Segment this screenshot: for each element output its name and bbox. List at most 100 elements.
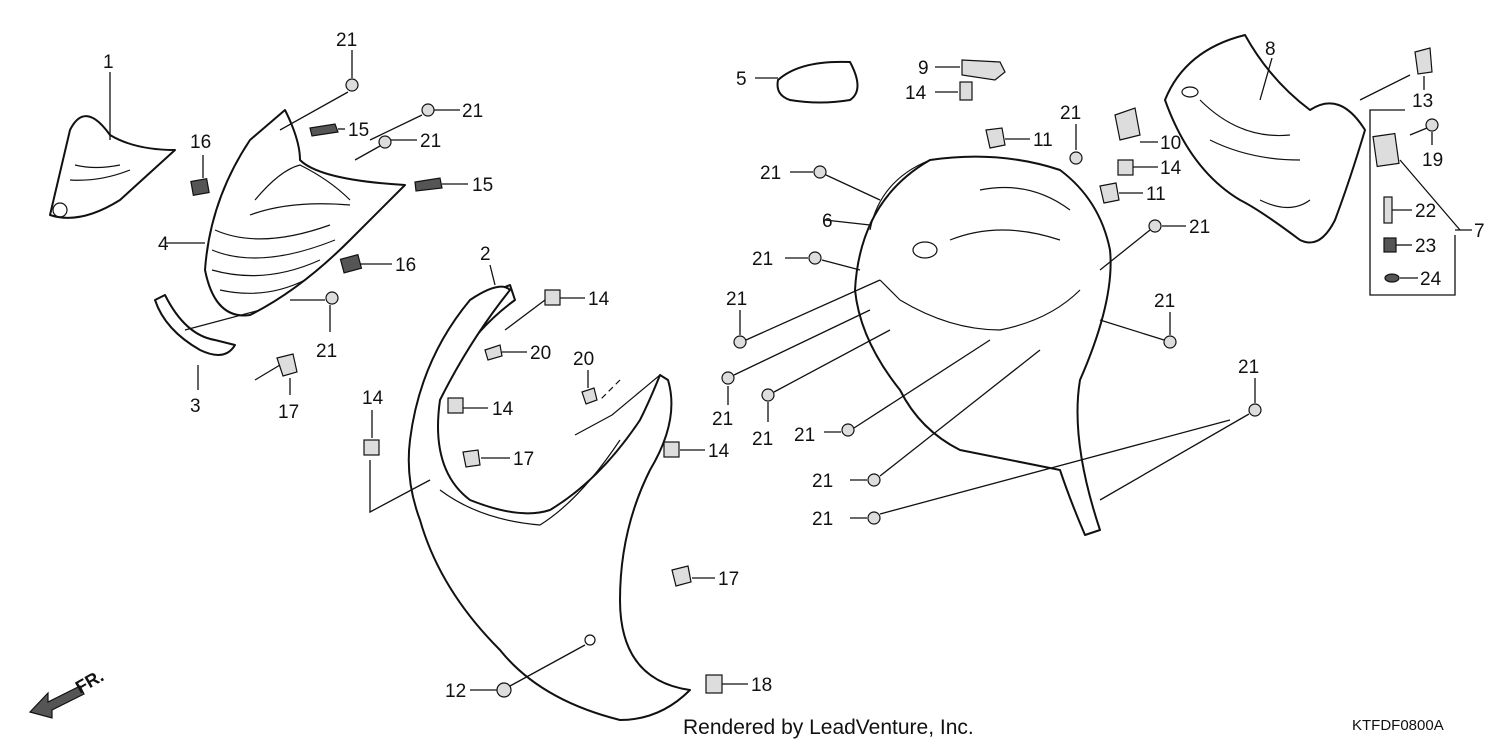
label-1: 1 <box>103 52 114 73</box>
label-2: 2 <box>480 244 491 265</box>
label-19: 19 <box>1422 150 1443 171</box>
label-21-g: 21 <box>752 249 773 270</box>
part-11-bolt-b <box>1099 182 1143 204</box>
part-23-spring <box>1383 237 1412 253</box>
label-21-n: 21 <box>812 471 833 492</box>
label-21-b: 21 <box>462 101 483 122</box>
part-11-bolt-a <box>985 127 1030 149</box>
part-20-screw-a <box>484 344 527 361</box>
label-14-a: 14 <box>588 289 610 310</box>
label-15-a: 15 <box>348 120 369 141</box>
part-22-pin <box>1383 196 1412 224</box>
part-6-inner-cover <box>824 155 1112 536</box>
part-16-clip-a <box>190 155 210 196</box>
label-17-c: 17 <box>718 569 739 590</box>
label-21-l: 21 <box>1154 291 1175 312</box>
label-8: 8 <box>1265 39 1276 60</box>
part-14-clip-a <box>504 289 585 331</box>
label-24: 24 <box>1420 269 1442 290</box>
label-21-j: 21 <box>712 409 733 430</box>
part-4-front-cover-upper <box>165 109 406 317</box>
label-11-a: 11 <box>1033 130 1053 151</box>
label-5: 5 <box>736 69 747 90</box>
label-7: 7 <box>1474 221 1485 242</box>
label-21-a: 21 <box>336 30 357 51</box>
label-4: 4 <box>158 234 169 255</box>
part-14-clip-b <box>447 397 488 414</box>
label-22: 22 <box>1415 201 1436 222</box>
label-20-a: 20 <box>530 343 551 364</box>
part-7-assembly-box <box>1369 109 1472 296</box>
part-21-screw-p <box>1099 378 1262 501</box>
label-21-p: 21 <box>1238 357 1259 378</box>
part-21-screw-c <box>354 135 417 161</box>
part-15-clip-a <box>309 123 345 137</box>
part-5-lid <box>755 60 859 104</box>
part-9-bracket <box>935 59 1006 81</box>
part-21-screw-g <box>785 251 861 271</box>
label-14-b: 14 <box>492 399 514 420</box>
part-21-screw-e <box>1069 124 1083 165</box>
label-10: 10 <box>1160 133 1181 154</box>
label-14-c: 14 <box>362 388 384 409</box>
label-21-k: 21 <box>752 429 773 450</box>
label-18: 18 <box>751 675 772 696</box>
part-21-screw-m <box>824 339 991 437</box>
part-3-lower-garnish <box>154 294 261 390</box>
label-13: 13 <box>1412 91 1433 112</box>
label-21-e: 21 <box>1060 103 1081 124</box>
part-21-screw-o <box>850 419 1231 525</box>
part-21-screw-f <box>790 165 881 201</box>
part-8-inner-panel <box>1164 34 1411 244</box>
label-14-d: 14 <box>708 441 730 462</box>
label-21-m: 21 <box>794 425 815 446</box>
label-21-c: 21 <box>420 131 441 152</box>
part-18-nut <box>705 674 748 694</box>
label-21-f: 21 <box>760 163 781 184</box>
part-16-clip-b <box>339 253 392 274</box>
label-21-d: 21 <box>316 341 337 362</box>
label-14-e: 14 <box>905 83 927 104</box>
part-21-screw-d <box>290 291 339 332</box>
part-21-screw-top <box>279 50 359 131</box>
label-21-h: 21 <box>1189 217 1210 238</box>
label-12: 12 <box>445 681 466 702</box>
part-21-screw-i <box>733 279 881 349</box>
label-17-b: 17 <box>513 449 534 470</box>
credit-text: Rendered by LeadVenture, Inc. <box>683 716 974 739</box>
part-20-screw-b <box>581 370 598 405</box>
part-21-screw-k <box>761 329 891 422</box>
part-13-bolt <box>1414 47 1433 90</box>
front-direction-arrow: FR. <box>28 666 107 719</box>
label-14-f: 14 <box>1160 158 1182 179</box>
part-21-screw-b <box>369 103 460 141</box>
label-17-a: 17 <box>278 402 299 423</box>
part-14-clip-c <box>363 410 431 514</box>
part-21-screw-j <box>721 309 871 405</box>
part-12-bolt <box>470 644 586 698</box>
label-6: 6 <box>822 211 833 232</box>
part-17-grommet-a <box>254 353 298 395</box>
part-15-clip-b <box>414 177 468 192</box>
part-21-screw-h <box>1099 219 1186 271</box>
label-15-b: 15 <box>472 175 493 196</box>
label-21-i: 21 <box>726 289 747 310</box>
label-11-b: 11 <box>1146 184 1166 205</box>
label-16-a: 16 <box>190 132 211 153</box>
part-1-front-garnish <box>49 72 176 219</box>
label-23: 23 <box>1415 236 1436 257</box>
part-17-grommet-b <box>462 449 510 468</box>
label-3: 3 <box>190 396 201 417</box>
diagram-code: KTFDF0800A <box>1352 717 1444 734</box>
part-21-screw-n <box>850 349 1041 487</box>
front-lower-cover <box>407 285 691 721</box>
label-21-o: 21 <box>812 509 833 530</box>
label-20-b: 20 <box>573 349 594 370</box>
part-24-washer <box>1384 273 1418 283</box>
part-19-screw <box>1409 118 1439 145</box>
part-14-clip-d <box>663 441 705 458</box>
part-10-bracket <box>1114 107 1158 143</box>
label-16-b: 16 <box>395 255 416 276</box>
part-17-grommet-c <box>671 565 715 587</box>
